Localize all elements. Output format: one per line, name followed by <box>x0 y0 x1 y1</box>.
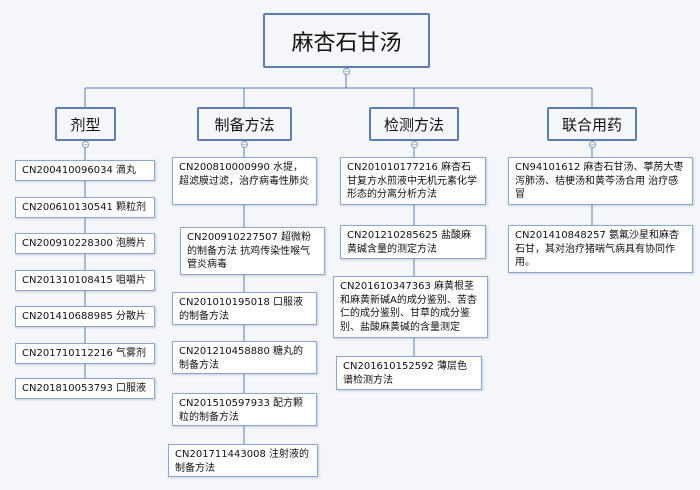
collapse-toggle-detection[interactable]: − <box>411 141 418 148</box>
formulation-item[interactable]: CN201310108415 咀嚼片 <box>15 270 155 291</box>
preparation-item[interactable]: CN201210458880 糖丸的制备方法 <box>172 341 317 374</box>
detection-item[interactable]: CN201010177216 麻杏石甘复方水煎液中无机元素化学形态的分离分析方法 <box>340 157 486 205</box>
formulation-item[interactable]: CN200610130541 颗粒剂 <box>15 197 155 218</box>
category-detection-method[interactable]: 检测方法 <box>369 107 459 141</box>
collapse-toggle-formulation[interactable]: − <box>82 141 89 148</box>
category-combination-drug[interactable]: 联合用药 <box>547 107 637 141</box>
preparation-item[interactable]: CN201010195018 口服液的制备方法 <box>172 292 317 325</box>
detection-item[interactable]: CN201610152592 薄层色谱检测方法 <box>336 356 482 390</box>
collapse-toggle-preparation[interactable]: − <box>241 141 248 148</box>
preparation-item[interactable]: CN200810000990 水提，超滤膜过滤，治疗病毒性肺炎 <box>172 157 317 205</box>
detection-item[interactable]: CN201610347363 麻黄根茎和麻黄新碱A的成分鉴别、苦杏仁的成分鉴别、… <box>333 276 488 338</box>
collapse-toggle-combination[interactable]: − <box>589 141 596 148</box>
formulation-item[interactable]: CN201710112216 气雾剂 <box>15 343 155 364</box>
preparation-item[interactable]: CN200910227507 超微粉的制备方法 抗鸡传染性喉气管炎病毒 <box>180 227 325 275</box>
combination-item[interactable]: CN201410848257 氨氟沙星和麻杏石甘，其对治疗猪喘气病具有协同作用。 <box>508 225 693 273</box>
category-formulation[interactable]: 剂型 <box>55 107 116 141</box>
collapse-toggle-root[interactable]: − <box>343 68 350 75</box>
formulation-item[interactable]: CN200910228300 泡腾片 <box>15 233 155 254</box>
formulation-item[interactable]: CN200410096034 滴丸 <box>15 160 155 181</box>
root-node[interactable]: 麻杏石甘汤 <box>263 13 430 68</box>
preparation-item[interactable]: CN201510597933 配方颗粒的制备方法 <box>172 393 317 426</box>
combination-item[interactable]: CN94101612 麻杏石甘汤、葶苈大枣泻肺汤、桔梗汤和黄芩汤合用 治疗感冒 <box>508 157 693 205</box>
detection-item[interactable]: CN201210285625 盐酸麻黄碱含量的测定方法 <box>340 225 486 259</box>
formulation-item[interactable]: CN201410688985 分散片 <box>15 306 155 327</box>
preparation-item[interactable]: CN201711443008 注射液的制备方法 <box>168 444 318 477</box>
category-preparation-method[interactable]: 制备方法 <box>197 107 292 141</box>
formulation-item[interactable]: CN201810053793 口服液 <box>15 378 155 399</box>
